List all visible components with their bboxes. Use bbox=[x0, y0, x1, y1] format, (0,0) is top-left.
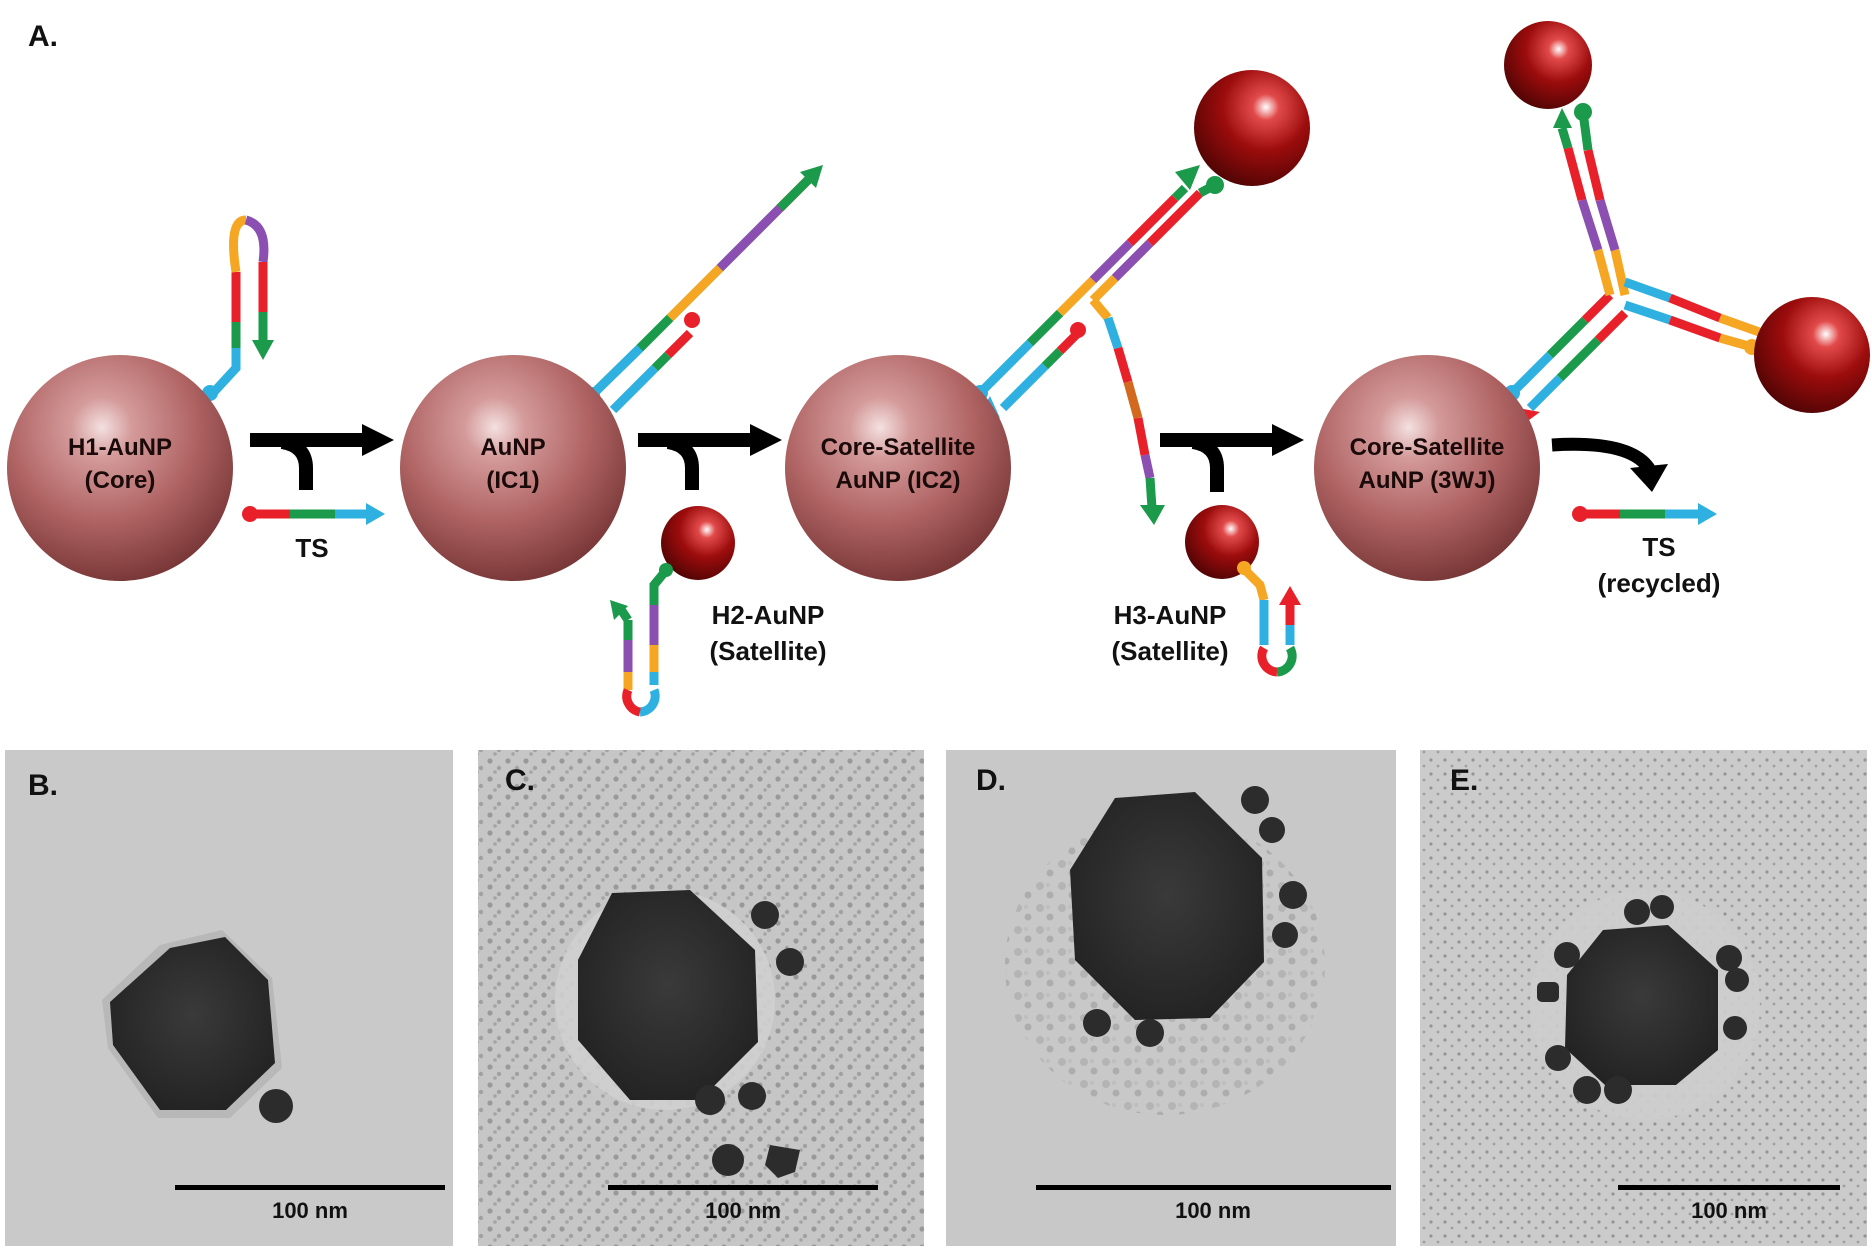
wj3-nanoparticle bbox=[1314, 355, 1540, 581]
ic1-label-1: AuNP bbox=[480, 434, 545, 461]
tem-panel-e: E. 100 nm bbox=[1420, 750, 1867, 1246]
ic1-nanoparticle bbox=[400, 355, 626, 581]
ic2-satellite-anchor bbox=[1206, 176, 1224, 194]
h2-label-2: (Satellite) bbox=[709, 636, 826, 666]
h3-hairpin-strand bbox=[1241, 566, 1295, 645]
tem-panel-c: C. 100 nm bbox=[478, 750, 924, 1246]
h1-hairpin-strand bbox=[209, 215, 269, 397]
h3-loop-red bbox=[1257, 645, 1278, 677]
h3-satellite bbox=[1185, 505, 1259, 579]
ic2-arrowhead-bottom bbox=[1140, 505, 1165, 525]
wj3-satellite-top bbox=[1504, 21, 1592, 109]
panel-d-scale: 100 nm bbox=[1175, 1198, 1251, 1223]
ts-arrowhead bbox=[366, 503, 385, 525]
h3-label-2: (Satellite) bbox=[1111, 636, 1228, 666]
tem-panel-d: D. 100 nm bbox=[946, 750, 1396, 1246]
step-arrow-3 bbox=[1160, 424, 1304, 492]
h3-arrowhead bbox=[1279, 586, 1301, 605]
wj3-label-2: AuNP (3WJ) bbox=[1359, 467, 1496, 494]
ic2-nanoparticle bbox=[785, 355, 1011, 581]
h2-anchor bbox=[659, 563, 673, 577]
h2-loop-red bbox=[622, 688, 642, 717]
panel-b-label: B. bbox=[28, 769, 58, 802]
ts-recycled-label-2: (recycled) bbox=[1598, 568, 1721, 598]
panel-b-scale: 100 nm bbox=[272, 1198, 348, 1223]
ic2-duplex-strand bbox=[976, 181, 1218, 509]
ts-recycled-arrowhead bbox=[1698, 503, 1717, 525]
recycle-arrow bbox=[1551, 437, 1668, 492]
h1-core-label-2: (Core) bbox=[85, 467, 156, 494]
ts-recycled-anchor bbox=[1572, 506, 1588, 522]
wj3-anchor-top bbox=[1574, 103, 1592, 121]
panel-e-scale: 100 nm bbox=[1691, 1198, 1767, 1223]
ic2-red-anchor bbox=[1070, 322, 1086, 338]
ic2-satellite bbox=[1194, 70, 1310, 186]
h2-satellite bbox=[661, 506, 735, 580]
h1-core-nanoparticle bbox=[7, 355, 233, 581]
wj3-label-1: Core-Satellite bbox=[1350, 434, 1505, 461]
wj3-arrowhead-top bbox=[1553, 108, 1572, 128]
h3-anchor bbox=[1237, 561, 1251, 575]
ic2-label-1: Core-Satellite bbox=[821, 434, 976, 461]
wj3-satellite-right bbox=[1754, 297, 1870, 413]
h2-loop-blue bbox=[639, 688, 660, 717]
wj3-junction-strands bbox=[1508, 111, 1798, 412]
ic1-label-2: (IC1) bbox=[486, 467, 539, 494]
h1-strand-arrowhead bbox=[252, 340, 274, 360]
panel-d-label: D. bbox=[976, 764, 1006, 797]
panel-a-label: A. bbox=[28, 20, 58, 53]
step-arrow-2 bbox=[638, 424, 782, 490]
tem-panel-b: B. 100 nm bbox=[5, 750, 453, 1246]
ic2-label-2: AuNP (IC2) bbox=[836, 467, 961, 494]
h3-label-1: H3-AuNP bbox=[1114, 600, 1227, 630]
h3-loop-green bbox=[1276, 645, 1297, 677]
h2-arrowhead bbox=[610, 600, 628, 620]
panel-c-label: C. bbox=[505, 764, 535, 797]
ic1-tip-green bbox=[776, 169, 819, 212]
ts-label: TS bbox=[295, 533, 328, 563]
ic2-arrowhead-top bbox=[1175, 165, 1200, 190]
ts-anchor bbox=[242, 506, 258, 522]
ic1-ts-anchor bbox=[684, 312, 700, 328]
panel-e-label: E. bbox=[1450, 764, 1478, 797]
h2-label-1: H2-AuNP bbox=[712, 600, 825, 630]
step-arrow-1 bbox=[250, 424, 394, 490]
h2-hairpin-strand bbox=[616, 565, 672, 690]
panel-c-scale: 100 nm bbox=[705, 1198, 781, 1223]
ts-recycled-label-1: TS bbox=[1642, 532, 1675, 562]
h1-core-label-1: H1-AuNP bbox=[68, 434, 172, 461]
